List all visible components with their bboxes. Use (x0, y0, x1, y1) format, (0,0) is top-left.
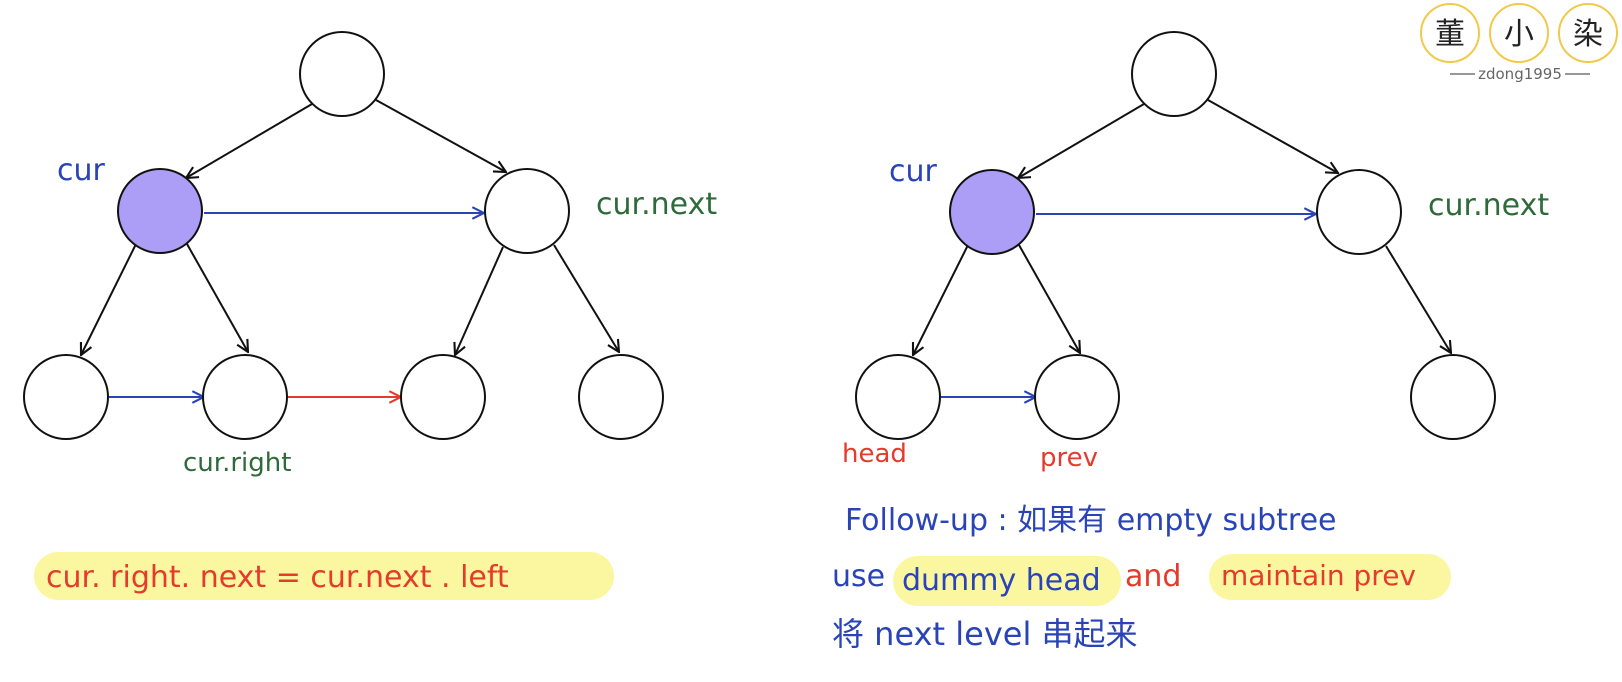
edge-root-to-cur (1018, 103, 1145, 178)
label-prev: prev (1040, 443, 1098, 473)
followup-use: use (832, 559, 885, 594)
logo-circle-3 (1558, 3, 1618, 63)
tree-node-head (855, 354, 941, 440)
left-tree: cur cur.next cur.right cur. right. next … (23, 31, 717, 600)
tree-node-bottom-4 (578, 354, 664, 440)
logo-char-3: 染 (1573, 17, 1603, 52)
followup-line-3: 将 next level 串起来 (832, 615, 1138, 653)
edge-next-to-right-child (1385, 245, 1451, 353)
tree-node-bottom-4 (1410, 354, 1496, 440)
tree-node-bottom-3 (400, 354, 486, 440)
followup-line-1: Follow-up : 如果有 empty subtree (845, 503, 1337, 538)
label-cur: cur (889, 154, 938, 189)
edge-next-to-right-child (553, 244, 619, 352)
edge-cur-to-left-child (913, 244, 969, 355)
formula-text: cur. right. next = cur.next . left (46, 560, 509, 595)
formula-highlight (34, 552, 614, 600)
edge-root-to-cur-next (375, 99, 506, 172)
followup-maintain-prev: maintain prev (1221, 559, 1416, 592)
edge-root-to-cur-next (1207, 99, 1338, 173)
tree-node-root (1131, 31, 1217, 117)
tree-node-cur-right (202, 354, 288, 440)
author-logo: 董 小 染 zdong1995 (1420, 3, 1618, 83)
label-cur-right: cur.right (183, 448, 291, 478)
followup-and: and (1125, 559, 1181, 594)
dummy-head-highlight (893, 556, 1121, 606)
edge-root-to-cur (186, 103, 313, 178)
tree-node-root (299, 31, 385, 117)
label-head: head (842, 439, 907, 469)
edge-cur-to-right-child (1018, 244, 1080, 353)
label-cur-next: cur.next (596, 187, 717, 222)
tree-node-prev (1034, 354, 1120, 440)
maintain-prev-highlight (1209, 554, 1451, 600)
tree-node-cur-next (1316, 169, 1402, 255)
followup-dummy-head: dummy head (902, 563, 1101, 598)
tree-node-bottom-1 (23, 354, 109, 440)
author-handle: zdong1995 (1478, 65, 1562, 83)
edge-next-to-left-child (455, 246, 504, 355)
logo-circle-2 (1489, 3, 1549, 63)
logo-char-1: 董 (1435, 17, 1465, 52)
label-cur-next: cur.next (1428, 188, 1549, 223)
tree-node-cur (117, 168, 203, 254)
tree-node-cur-next (484, 168, 570, 254)
edge-cur-to-left-child (81, 243, 137, 355)
logo-circle-1 (1420, 3, 1480, 63)
label-cur: cur (57, 153, 106, 188)
logo-char-2: 小 (1504, 17, 1534, 52)
right-tree: cur cur.next head prev Follow-up : 如果有 e… (832, 31, 1549, 653)
edge-cur-to-right-child (186, 243, 248, 352)
tree-node-cur (949, 169, 1035, 255)
